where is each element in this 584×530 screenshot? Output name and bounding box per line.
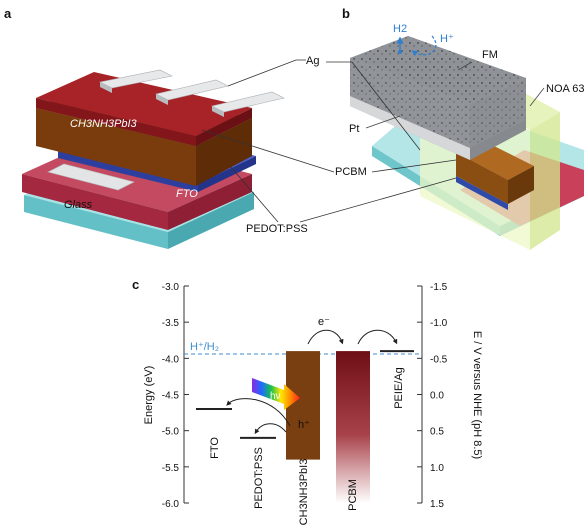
bubble-icon bbox=[398, 50, 402, 54]
panel-b-label: b bbox=[342, 6, 350, 21]
pcbm-leader-b bbox=[371, 159, 457, 173]
right-axis-title: E / V versus NHE (pH 8.5) bbox=[471, 331, 483, 459]
pcbm-level-label: PCBM bbox=[347, 479, 359, 511]
photon-arrow: hν bbox=[252, 378, 300, 410]
pcbm-leader-a bbox=[201, 129, 335, 173]
hole-transfer-arrow-2 bbox=[254, 423, 287, 435]
left-axis-title: Energy (eV) bbox=[143, 366, 155, 425]
left-tick-label: -5.0 bbox=[162, 427, 180, 438]
right-tick-label: 1.0 bbox=[430, 463, 444, 474]
hole-label: h⁺ bbox=[298, 419, 310, 431]
right-tick-label: 0.5 bbox=[430, 427, 444, 438]
perovskite-band bbox=[286, 351, 320, 460]
left-tick-label: -4.0 bbox=[162, 354, 180, 365]
right-tick-label: 0.0 bbox=[430, 391, 444, 402]
electron-transfer-arrow-2 bbox=[357, 329, 398, 345]
perovskite-level-label: CH3NH3PbI3 bbox=[298, 459, 310, 526]
fm-leader bbox=[457, 61, 473, 71]
hole-transfer-arrow bbox=[226, 398, 291, 427]
b-perovskite-stack bbox=[456, 140, 534, 210]
electron-label: e⁻ bbox=[318, 316, 330, 328]
right-tick-label: -0.5 bbox=[430, 354, 448, 365]
left-tick-label: -3.5 bbox=[162, 318, 180, 329]
pcbm-label: PCBM bbox=[335, 166, 367, 178]
panel-a: a bbox=[4, 6, 285, 249]
hplus-label: H⁺ bbox=[440, 33, 454, 45]
glass-label: Glass bbox=[64, 199, 93, 211]
pt-label: Pt bbox=[349, 123, 359, 135]
panel-b: b bbox=[342, 6, 584, 250]
fm-label: FM bbox=[482, 49, 498, 61]
top-electrode-layer bbox=[36, 72, 252, 146]
peie-level-label: PEIE/Ag bbox=[393, 367, 405, 409]
perovskite-label: CH3NH3PbI3 bbox=[70, 118, 138, 130]
left-tick-label: -6.0 bbox=[162, 499, 180, 510]
ag-label: Ag bbox=[306, 55, 319, 67]
panel-c-label: c bbox=[132, 277, 139, 292]
h2-label: H2 bbox=[393, 23, 407, 35]
left-axis-ticks: -3.0 -3.5 -4.0 -4.5 -5.0 -5.5 -6.0 bbox=[162, 282, 189, 510]
ag-leader-b bbox=[326, 61, 421, 151]
noa-leader bbox=[529, 87, 545, 107]
ag-strips bbox=[99, 69, 285, 117]
photon-label: hν bbox=[270, 391, 281, 402]
left-tick-label: -4.5 bbox=[162, 391, 180, 402]
shared-callouts: Ag PCBM PEDOT:PSS bbox=[201, 55, 457, 235]
right-tick-label: -1.0 bbox=[430, 318, 448, 329]
pedot-leader-a bbox=[229, 165, 279, 223]
left-tick-label: -3.0 bbox=[162, 282, 180, 293]
noa-label: NOA 63 bbox=[546, 83, 584, 95]
pcbm-band bbox=[336, 351, 370, 503]
right-axis-ticks: -1.5 -1.0 -0.5 0.0 0.5 1.0 1.5 bbox=[417, 282, 448, 510]
pedot-leader-b bbox=[299, 177, 457, 223]
right-tick-label: -1.5 bbox=[430, 282, 448, 293]
panel-c: c -3.0 -3.5 -4.0 -4.5 -5.0 -5.5 -6.0 Energy (e… bbox=[132, 277, 483, 525]
electron-transfer-arrow bbox=[307, 329, 344, 345]
right-tick-label: 1.5 bbox=[430, 499, 444, 510]
left-tick-label: -5.5 bbox=[162, 463, 180, 474]
fto-level-label: FTO bbox=[209, 437, 221, 459]
pt-leader bbox=[365, 115, 401, 129]
fto-label: FTO bbox=[176, 188, 198, 200]
fto-contact bbox=[47, 163, 135, 191]
panel-a-label: a bbox=[4, 6, 12, 21]
fm-foam bbox=[350, 36, 526, 148]
ag-leader-a bbox=[227, 59, 306, 87]
redox-label: H⁺/H₂ bbox=[190, 341, 219, 353]
pedot-label: PEDOT:PSS bbox=[246, 223, 308, 235]
pedot-level-label: PEDOT:PSS bbox=[253, 447, 265, 509]
